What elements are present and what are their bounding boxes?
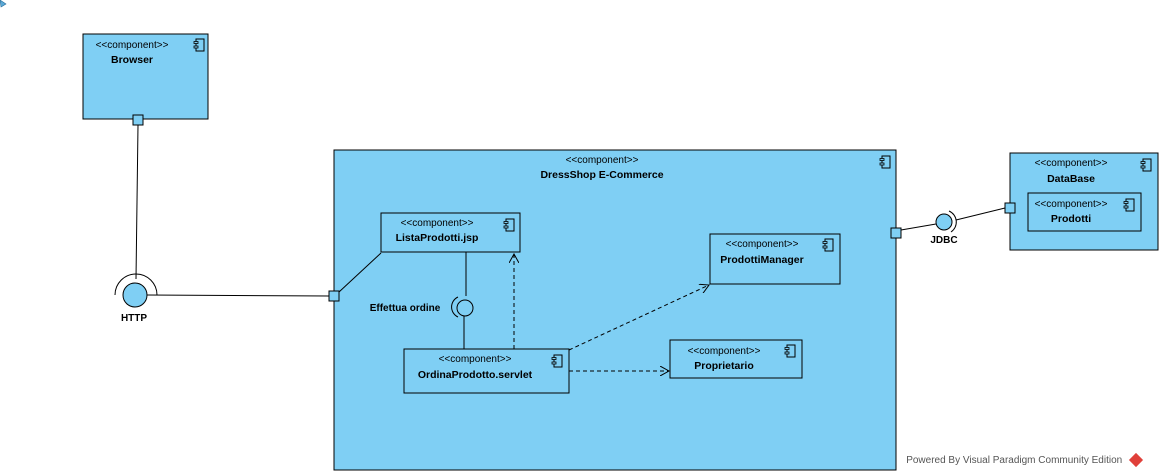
port-lista-connector: [338, 252, 382, 293]
browser-http-connector: [135, 124, 139, 280]
jdbc-socket: [948, 210, 957, 233]
footer-text: Powered By Visual Paradigm Community Edi…: [906, 455, 1123, 466]
http-dressshop-connector: [146, 294, 331, 297]
ordina-manager-dependency: [568, 285, 709, 351]
lista-prodotti-component[interactable]: <<component>> ListaProdotti.jsp: [380, 212, 521, 253]
manager-stereotype: <<component>>: [726, 239, 799, 250]
jdbc-label: JDBC: [930, 235, 957, 246]
ordina-stereotype: <<component>>: [439, 354, 512, 365]
database-name: DataBase: [1047, 173, 1095, 185]
jdbc-ball[interactable]: [935, 213, 953, 231]
prodotti-manager-component[interactable]: <<component>> ProdottiManager: [709, 233, 841, 285]
http-label: HTTP: [121, 313, 147, 324]
prodotti-stereotype: <<component>>: [1035, 199, 1108, 210]
ordina-name: OrdinaProdotto.servlet: [418, 369, 533, 381]
http-interface[interactable]: [114, 273, 158, 308]
database-stereotype: <<component>>: [1035, 158, 1108, 169]
dressshop-jdbc-port[interactable]: [890, 227, 902, 239]
database-port[interactable]: [1004, 202, 1016, 214]
manager-name: ProdottiManager: [720, 254, 803, 266]
browser-stereotype: <<component>>: [96, 40, 169, 51]
corner-artifact: [0, 0, 7, 8]
effettua-socket: [451, 296, 459, 318]
jdbc-database-connector: [955, 207, 1006, 221]
effettua-label: Effettua ordine: [370, 303, 441, 314]
browser-port[interactable]: [132, 114, 144, 126]
lista-name: ListaProdotti.jsp: [396, 232, 479, 244]
dressshop-name: DressShop E-Commerce: [540, 169, 663, 181]
effettua-ball[interactable]: [456, 299, 474, 317]
prodotti-component[interactable]: <<component>> Prodotti: [1027, 192, 1142, 232]
proprietario-component[interactable]: <<component>> Proprietario: [669, 339, 803, 379]
browser-component[interactable]: <<component>> Browser: [82, 33, 209, 120]
proprietario-name: Proprietario: [694, 360, 754, 372]
proprietario-stereotype: <<component>>: [688, 346, 761, 357]
dressshop-stereotype: <<component>>: [566, 155, 639, 166]
browser-name: Browser: [111, 54, 153, 66]
prodotti-name: Prodotti: [1051, 213, 1091, 225]
lista-stereotype: <<component>>: [401, 218, 474, 229]
dressshop-http-port[interactable]: [328, 290, 340, 302]
powered-by-footer: Powered By Visual Paradigm Community Edi…: [906, 453, 1144, 468]
dressshop-jdbc-connector: [900, 223, 937, 231]
ordina-prodotto-component[interactable]: <<component>> OrdinaProdotto.servlet: [403, 348, 570, 394]
visual-paradigm-logo-icon: [1128, 453, 1144, 468]
dressshop-component[interactable]: <<component>> DressShop E-Commerce: [333, 149, 897, 471]
